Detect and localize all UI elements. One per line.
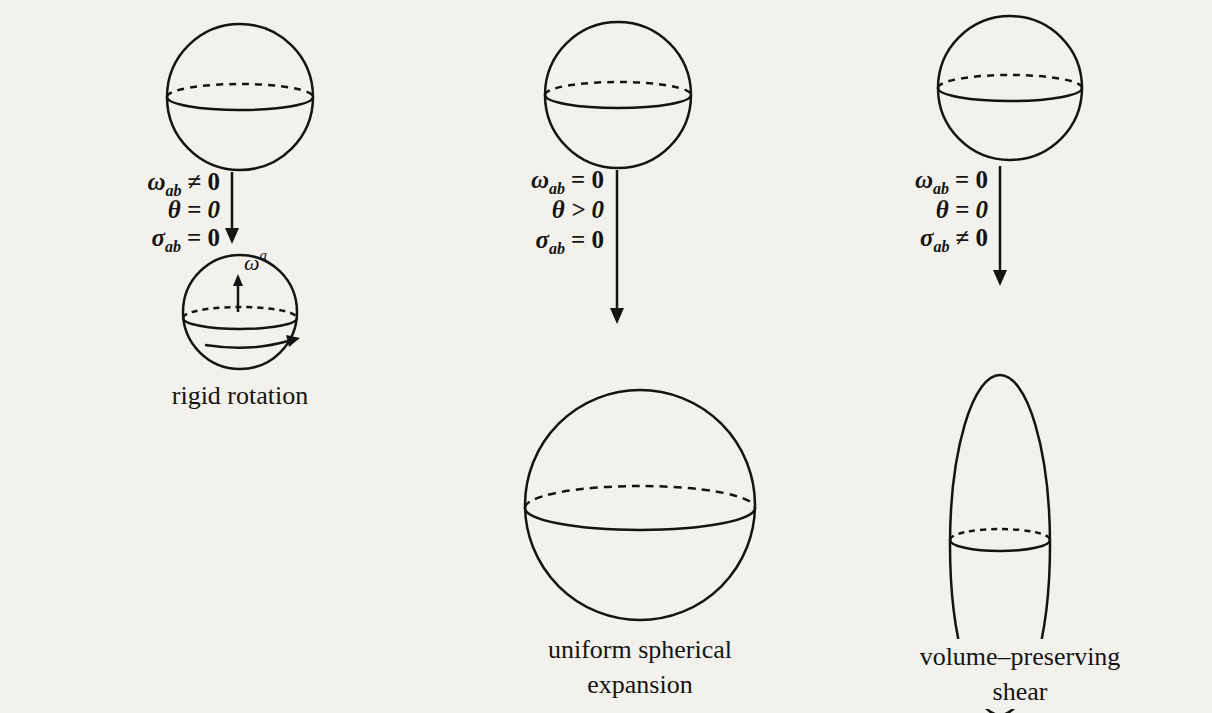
superscript: a [260, 247, 268, 264]
arrow-head [610, 308, 624, 324]
equator-back [950, 529, 1050, 540]
greek-symbol: ω [531, 166, 549, 194]
arrow-head [233, 274, 243, 286]
subscript: ab [165, 238, 181, 256]
equator-front [525, 508, 755, 530]
vector-label: ωa [244, 250, 267, 276]
subscript: ab [549, 240, 565, 258]
condition-value: = 0 [571, 166, 604, 194]
condition-line: θ > 0 [552, 196, 604, 224]
rotation-axis [237, 284, 240, 312]
sphere [545, 22, 691, 168]
caption: volume–preserving shear [891, 639, 1149, 709]
sphere [525, 390, 755, 620]
subscript: ab [934, 238, 950, 256]
condition: θ = 0 [936, 196, 988, 224]
greek-symbol: ω [244, 250, 260, 276]
equator-back [938, 75, 1082, 88]
equator-back [545, 82, 691, 95]
condition-value: ≠ 0 [956, 224, 988, 252]
condition: θ > 0 [552, 196, 604, 224]
greek-symbol: σ [536, 226, 549, 254]
subscript: ab [933, 180, 949, 198]
condition-value: = 0 [187, 224, 220, 252]
rotation-arrow [205, 341, 288, 348]
subscript: ab [549, 180, 565, 198]
sphere [183, 255, 297, 369]
equator-front [183, 318, 297, 329]
greek-symbol: σ [152, 224, 165, 252]
arrow-head [225, 228, 239, 244]
caption: uniform spherical expansion [516, 632, 764, 702]
equator-front [950, 540, 1050, 551]
sphere [167, 24, 313, 170]
condition-line: σab= 0 [152, 224, 220, 252]
condition-line: ωab= 0 [531, 166, 604, 194]
condition-value: = 0 [571, 226, 604, 254]
condition: θ = 0 [168, 196, 220, 224]
arrow-shaft [616, 170, 619, 312]
equator-front [167, 97, 313, 110]
greek-symbol: ω [147, 168, 165, 196]
greek-symbol: σ [920, 224, 933, 252]
condition-line: θ = 0 [168, 196, 220, 224]
equator-front [938, 88, 1082, 101]
condition-value: = 0 [955, 166, 988, 194]
equator-back [167, 84, 313, 97]
condition-value: ≠ 0 [188, 168, 220, 196]
arrow-shaft [999, 166, 1002, 274]
equator-back [525, 486, 755, 508]
condition-line: ωab≠ 0 [147, 168, 220, 196]
arrow-shaft [231, 172, 234, 232]
condition-line: θ = 0 [936, 196, 988, 224]
condition-line: ωab= 0 [915, 166, 988, 194]
caption: rigid rotation [126, 378, 354, 413]
arrow-head [993, 270, 1007, 286]
equator-back [183, 307, 297, 318]
greek-symbol: ω [915, 166, 933, 194]
arrow-head [286, 335, 300, 347]
condition-line: σab≠ 0 [920, 224, 988, 252]
condition-line: σab= 0 [536, 226, 604, 254]
sphere [938, 16, 1082, 160]
equator-front [545, 95, 691, 108]
